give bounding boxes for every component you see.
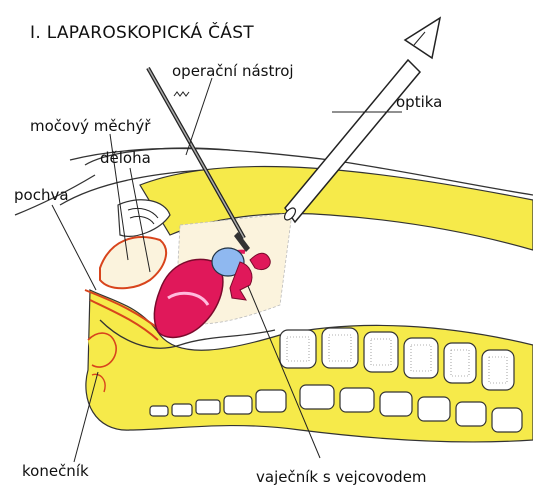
label-uterus: děloha [100, 149, 151, 167]
label-rectum: konečník [22, 462, 89, 480]
label-optics: optika [396, 93, 442, 111]
label-vagina: pochva [14, 186, 69, 204]
label-bladder: močový měchýř [30, 117, 151, 135]
uterus-shape [154, 259, 223, 337]
diagram-title: I. LAPAROSKOPICKÁ ČÁST [30, 21, 254, 43]
pubic-bone [118, 200, 170, 237]
label-instrument: operační nástroj [172, 62, 294, 80]
bladder-shape [100, 237, 166, 288]
label-ovary: vaječník s vejcovodem [256, 468, 427, 486]
